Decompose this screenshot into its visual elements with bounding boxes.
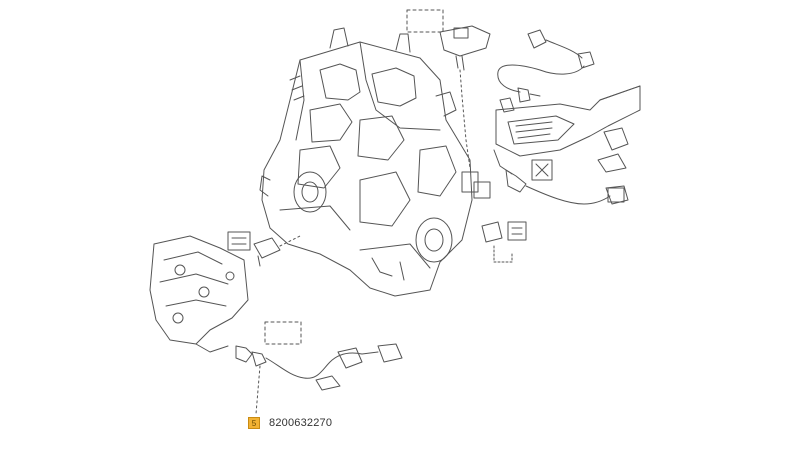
- exhaust-manifold: [149, 235, 249, 353]
- knock-sensor: [227, 231, 301, 267]
- harness-clips-right: [597, 127, 629, 203]
- part-number: 8200632270: [269, 417, 333, 429]
- callout-marker[interactable]: 5: [248, 417, 260, 429]
- map-sensor: [406, 9, 491, 169]
- part-callout[interactable]: 5 8200632270: [248, 417, 332, 429]
- coolant-temp-sensor: [461, 171, 527, 263]
- downstream-o2-sensor: [505, 159, 629, 205]
- catalytic-converter: [493, 85, 641, 175]
- engine-block: [259, 27, 473, 297]
- lower-o2-sensor: [235, 321, 403, 415]
- upstream-o2-sensor: [497, 29, 595, 113]
